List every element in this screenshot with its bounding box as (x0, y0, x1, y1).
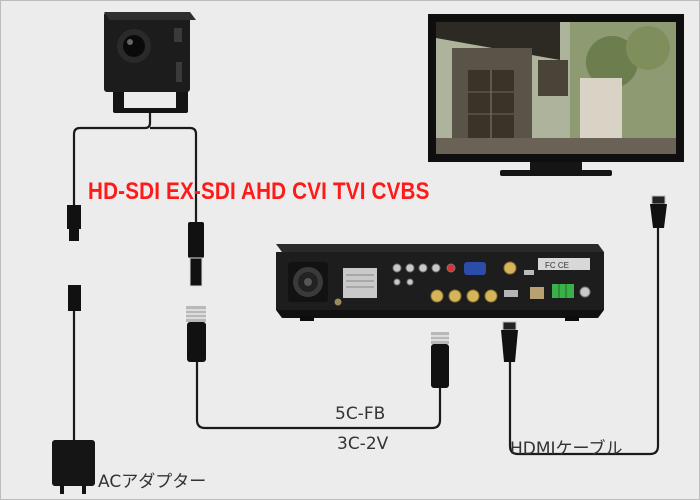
camera-lens-glint (127, 39, 133, 45)
hdmi-port (504, 290, 518, 297)
bnc-in-2 (448, 289, 462, 303)
bnc-in-1 (430, 289, 444, 303)
coax-cable-label-5cfb: 5C-FB (335, 404, 386, 424)
rca-audio-4 (431, 263, 441, 273)
hdmi-plug-bottom-boot (501, 330, 518, 362)
scene-tree-1 (586, 36, 638, 88)
coax-bnc-male-right (431, 332, 449, 344)
rca-audio-2 (405, 263, 415, 273)
camera-side-port (174, 28, 182, 42)
coax-cable (195, 362, 442, 430)
camera-side-slot (176, 62, 182, 82)
coax-bnc-boot-left (187, 322, 206, 362)
camera-bnc-boot (188, 222, 204, 258)
pinhole-camera (72, 12, 198, 222)
coax-bnc-boot-right (431, 344, 449, 388)
compliance-label (538, 258, 590, 270)
tv-monitor (428, 14, 684, 176)
camera-power-cable (72, 113, 152, 205)
rca-audio-6 (406, 278, 414, 286)
dc-jack-bottom (68, 285, 81, 311)
ground-screw (334, 298, 342, 306)
hdmi-plug-top-boot (650, 204, 667, 228)
fan-hub (304, 278, 312, 286)
rca-audio-1 (392, 263, 402, 273)
tv-neck (530, 162, 582, 172)
dc-plug-top (67, 205, 81, 229)
recorder-foot-left (300, 316, 314, 321)
camera-bnc-connectors (186, 222, 449, 430)
alarm-terminal-block (552, 284, 574, 298)
ac-adapter (52, 440, 95, 494)
lan-port (530, 287, 544, 299)
tv-base (500, 170, 612, 176)
hdmi-plug-top-metal (651, 195, 666, 205)
camera-body-top (104, 12, 196, 20)
recorder-foot-right (565, 316, 579, 321)
hdmi-cable-assembly (501, 195, 667, 456)
coax-cable-label-3c2v: 3C-2V (337, 434, 389, 454)
rca-audio-5 (393, 278, 401, 286)
scene-window (538, 60, 568, 96)
ac-prong-right (82, 486, 86, 494)
power-jack (579, 286, 591, 298)
vga-port (464, 262, 486, 275)
recorder-top (276, 244, 604, 252)
camera-bnc-head (189, 257, 203, 287)
scene-tree-2 (626, 26, 670, 70)
hdmi-plug-bottom-metal (502, 321, 517, 331)
recorder-label-sticker (343, 268, 377, 298)
hdmi-cable-label: HDMIケーブル (510, 439, 623, 459)
ac-adapter-label: ACアダプター (98, 472, 207, 492)
bnc-in-3 (466, 289, 480, 303)
rca-audio-red (446, 263, 456, 273)
power-connectors (67, 205, 81, 440)
bnc-out-top (503, 261, 517, 275)
signal-formats-label: HD-SDI EX-SDI AHD CVI TVI CVBS (88, 178, 430, 205)
recorder-bottom-edge (276, 310, 604, 318)
ac-adapter-body (52, 440, 95, 486)
scene-wall-white (580, 78, 622, 140)
usb-port (524, 270, 534, 275)
compliance-marks: FC CE (545, 261, 569, 270)
camera-video-cable (150, 126, 198, 222)
ac-prong-left (60, 486, 64, 494)
camera-bracket-cutout (124, 90, 176, 108)
rca-audio-3 (418, 263, 428, 273)
camera-lens (123, 35, 145, 57)
digital-recorder: FC CE (276, 244, 604, 321)
hdmi-cable (508, 228, 660, 456)
scene-ground (436, 138, 676, 154)
dc-plug-top-tip (69, 229, 79, 241)
bnc-in-4 (484, 289, 498, 303)
